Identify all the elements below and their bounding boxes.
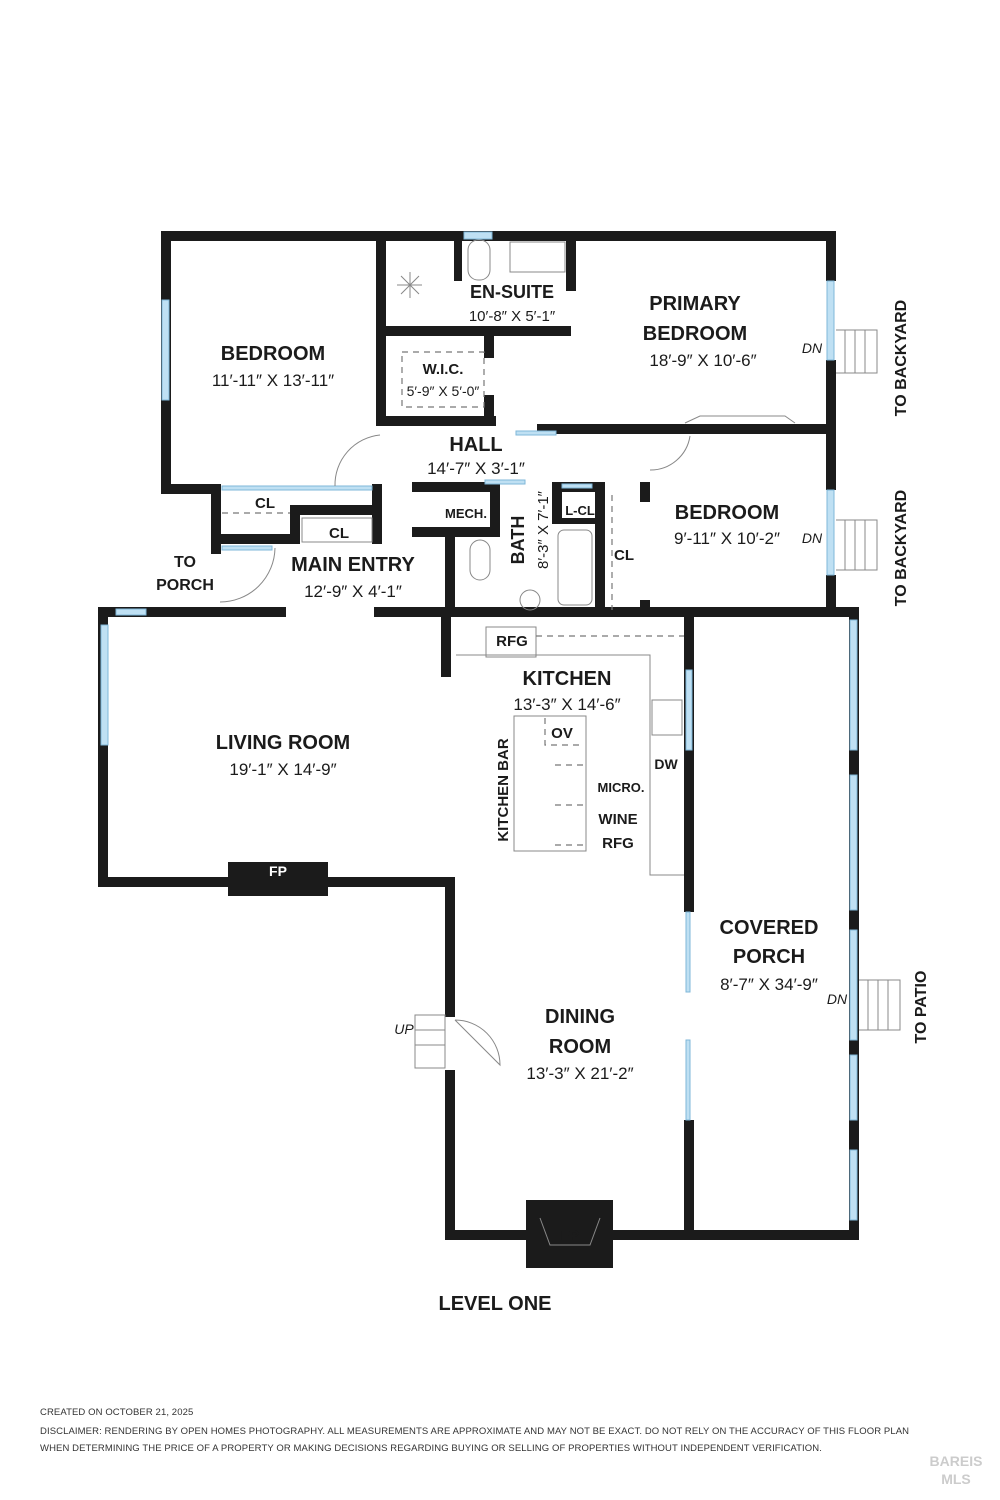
up-label: UP bbox=[394, 1021, 414, 1037]
closet-label-3: CL bbox=[614, 547, 634, 564]
living-room-name: LIVING ROOM bbox=[216, 732, 350, 754]
primary-name-2: BEDROOM bbox=[643, 323, 747, 345]
hall-name: HALL bbox=[449, 434, 502, 456]
fixtures bbox=[219, 239, 901, 1246]
main-entry-name: MAIN ENTRY bbox=[291, 554, 415, 576]
level-title: LEVEL ONE bbox=[439, 1293, 552, 1315]
wic-dims: 5′-9″ X 5′-0″ bbox=[407, 383, 480, 399]
refrigerator-label: RFG bbox=[496, 633, 528, 650]
to-patio-label: TO PATIO bbox=[913, 971, 930, 1044]
closet-label-2: CL bbox=[329, 525, 349, 542]
microwave-label: MICRO. bbox=[598, 780, 645, 795]
mech-label: MECH. bbox=[445, 506, 487, 521]
fixture-labels: CL CL MECH. L-CL CL RFG OV DW MICRO. WIN… bbox=[156, 300, 930, 1243]
living-room-dims: 19′-1″ X 14′-9″ bbox=[229, 760, 336, 779]
to-porch-label-1: TO bbox=[174, 554, 196, 571]
bedroom-2-name: BEDROOM bbox=[675, 502, 779, 524]
ensuite-dims: 10′-8″ X 5′-1″ bbox=[469, 308, 556, 325]
closet-label-1: CL bbox=[255, 495, 275, 512]
fireplace-label-2: FP bbox=[561, 1227, 579, 1243]
fireplace-label-1: FP bbox=[269, 863, 287, 879]
to-backyard-label-1: TO BACKYARD bbox=[893, 300, 910, 416]
kitchen-dims: 13′-3″ X 14′-6″ bbox=[513, 695, 620, 714]
mls-logo: BAREIS MLS bbox=[929, 1453, 983, 1487]
main-entry-dims: 12′-9″ X 4′-1″ bbox=[304, 582, 402, 601]
wine-label: WINE bbox=[598, 811, 637, 828]
bedroom-1-name: BEDROOM bbox=[221, 343, 325, 365]
disclaimer-line-1: DISCLAIMER: RENDERING BY OPEN HOMES PHOT… bbox=[40, 1426, 910, 1437]
porch-dims: 8′-7″ X 34′-9″ bbox=[720, 975, 818, 994]
disclaimer-line-2: WHEN DETERMINING THE PRICE OF A PROPERTY… bbox=[40, 1443, 822, 1454]
hall-dims: 14′-7″ X 3′-1″ bbox=[427, 459, 525, 478]
oven-label: OV bbox=[551, 725, 573, 742]
porch-name-2: PORCH bbox=[733, 946, 805, 968]
bath-dims: 8′-3″ X 7′-1″ bbox=[535, 490, 552, 569]
bedroom-2-dims: 9′-11″ X 10′-2″ bbox=[674, 529, 780, 548]
down-label-3: DN bbox=[827, 991, 848, 1007]
wine-rfg-label: RFG bbox=[602, 835, 634, 852]
dishwasher-label: DW bbox=[654, 756, 678, 772]
created-date: CREATED ON OCTOBER 21, 2025 bbox=[40, 1407, 194, 1418]
bath-name: BATH bbox=[508, 516, 528, 565]
room-labels: BEDROOM 11′-11″ X 13′-11″ EN-SUITE 10′-8… bbox=[212, 282, 819, 1083]
kitchen-name: KITCHEN bbox=[523, 668, 612, 690]
primary-dims: 18′-9″ X 10′-6″ bbox=[649, 351, 756, 370]
kitchen-bar-label: KITCHEN BAR bbox=[495, 738, 512, 841]
porch-name-1: COVERED bbox=[720, 917, 819, 939]
dining-dims: 13′-3″ X 21′-2″ bbox=[526, 1064, 633, 1083]
down-label-1: DN bbox=[802, 340, 823, 356]
bedroom-1-dims: 11′-11″ X 13′-11″ bbox=[212, 371, 334, 390]
to-backyard-label-2: TO BACKYARD bbox=[893, 490, 910, 606]
windows bbox=[100, 231, 858, 1221]
wic-name: W.I.C. bbox=[423, 361, 464, 378]
ensuite-name: EN-SUITE bbox=[470, 282, 554, 302]
dining-name-1: DINING bbox=[545, 1006, 615, 1028]
linen-closet-label: L-CL bbox=[565, 503, 595, 518]
to-porch-label-2: PORCH bbox=[156, 577, 214, 594]
primary-name-1: PRIMARY bbox=[649, 293, 741, 315]
walls bbox=[98, 231, 859, 1268]
dining-name-2: ROOM bbox=[549, 1036, 611, 1058]
down-label-2: DN bbox=[802, 530, 823, 546]
